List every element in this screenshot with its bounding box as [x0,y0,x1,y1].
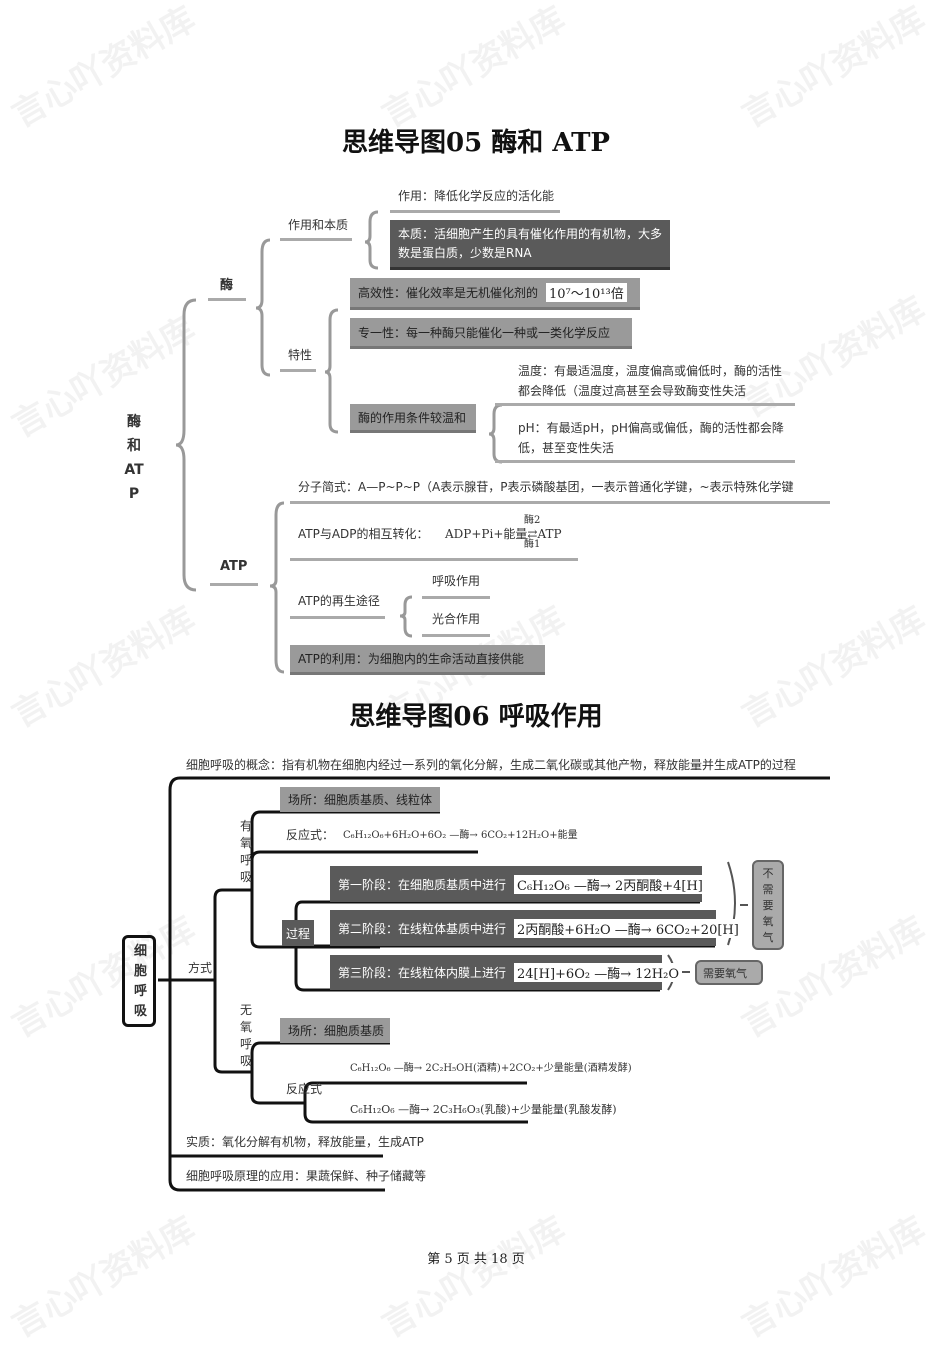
need-oxygen-badge: 需要氧气 [695,960,763,985]
aerobic-node: 有氧呼吸 [239,819,252,884]
no-oxygen-badge: 不需要氧气 [752,860,784,950]
specificity-box: 专一性：每一种酶只能催化一种或一类化学反应 [350,318,632,349]
atp-conversion-equation: ADP+Pi+能量⇄ATP [445,527,562,541]
properties-node: 特性 [288,348,313,362]
anaerobic-node: 无氧呼吸 [239,1003,252,1068]
respiration-essence: 实质：氧化分解有机物，释放能量，生成ATP [186,1135,424,1149]
atp-conversion-label: ATP与ADP的相互转化： [298,527,429,541]
stage-2-label: 第二阶段：在线粒体基质中进行 [338,921,507,936]
aerobic-reaction-label: 反应式： [286,828,335,842]
stage-3-label: 第三阶段：在线粒体内膜上进行 [338,966,507,980]
stage-2: 第二阶段：在线粒体基质中进行 2丙酮酸+6H₂O —酶→ 6CO₂+20[H] [330,910,742,946]
enzyme-node: 酶 [220,278,234,293]
atp-formula: 分子简式：A—P~P~P（A表示腺苷，P表示磷酸基团，一表示普通化学键，~表示特… [298,480,794,494]
map05-root: 酶和ATP [124,414,144,502]
stage-1: 第一阶段：在细胞质基质中进行 C₆H₁₂O₆ —酶→ 2丙酮酸+4[H] [330,866,706,902]
enzyme1-label: 酶1 [524,539,541,550]
aerobic-reaction: C₆H₁₂O₆+6H₂O+6O₂ —酶→ 6CO₂+12H₂O+能量 [343,830,578,841]
enzyme-essence: 本质：活细胞产生的具有催化作用的有机物，大多数是蛋白质，少数是RNA [390,220,670,270]
stage-3-equation: 24[H]+6O₂ —酶→ 12H₂O [514,963,682,982]
alcohol-fermentation: C₆H₁₂O₆ —酶→ 2C₂H₅OH(酒精)+2CO₂+少量能量(酒精发酵) [350,1063,632,1074]
lactic-fermentation: C₆H₁₂O₆ —酶→ 2C₃H₆O₃(乳酸)+少量能量(乳酸发酵) [350,1103,617,1116]
atp-regen-label: ATP的再生途径 [298,594,380,608]
anaerobic-reaction-label: 反应式 [286,1082,323,1096]
map06-title: 思维导图06 呼吸作用 [349,702,603,732]
stage-2-equation: 2丙酮酸+6H₂O —酶→ 6CO₂+20[H] [514,918,742,938]
mild-conditions-box: 酶的作用条件较温和 [350,404,476,433]
temperature-text: 温度：有最适温度，温度偏高或偏低时，酶的活性都会降低（温度过高甚至会导致酶变性失… [518,364,783,398]
anaerobic-site: 场所：细胞质基质 [280,1018,390,1043]
page-footer: 第 5 页 共 18 页 [427,1252,525,1267]
stage-1-equation: C₆H₁₂O₆ —酶→ 2丙酮酸+4[H] [514,874,706,894]
ph-text: pH：有最适pH，pH偏高或偏低，酶的活性都会降低，甚至变性失活 [518,421,784,455]
regen-photosynthesis: 光合作用 [432,612,481,626]
respiration-concept: 细胞呼吸的概念：指有机物在细胞内经过一系列的氧化分解，生成二氧化碳或其他产物，释… [186,758,796,772]
map06-root: 细胞呼吸 [122,935,156,1027]
regen-respiration: 呼吸作用 [432,574,481,588]
aerobic-site: 场所：细胞质基质、线粒体 [280,787,440,812]
respiration-application: 细胞呼吸原理的应用：果蔬保鲜、种子储藏等 [186,1169,427,1183]
map05-title: 思维导图05 酶和 ATP [342,128,610,158]
efficiency-box: 高效性：催化效率是无机催化剂的 10⁷～10¹³倍 [350,278,640,310]
atp-node: ATP [220,559,248,574]
enzyme2-label: 酶2 [524,515,541,526]
process-node: 过程 [282,920,314,946]
mode-node: 方式 [188,961,213,975]
enzyme-function: 作用：降低化学反应的活化能 [398,189,555,203]
atp-use-box: ATP的利用：为细胞内的生命活动直接供能 [290,645,545,675]
efficiency-value: 10⁷～10¹³倍 [546,283,627,302]
stage-1-label: 第一阶段：在细胞质基质中进行 [338,877,507,892]
stage-3: 第三阶段：在线粒体内膜上进行 24[H]+6O₂ —酶→ 12H₂O [330,955,682,990]
function-essence-node: 作用和本质 [288,218,349,232]
efficiency-text: 高效性：催化效率是无机催化剂的 [358,286,539,300]
